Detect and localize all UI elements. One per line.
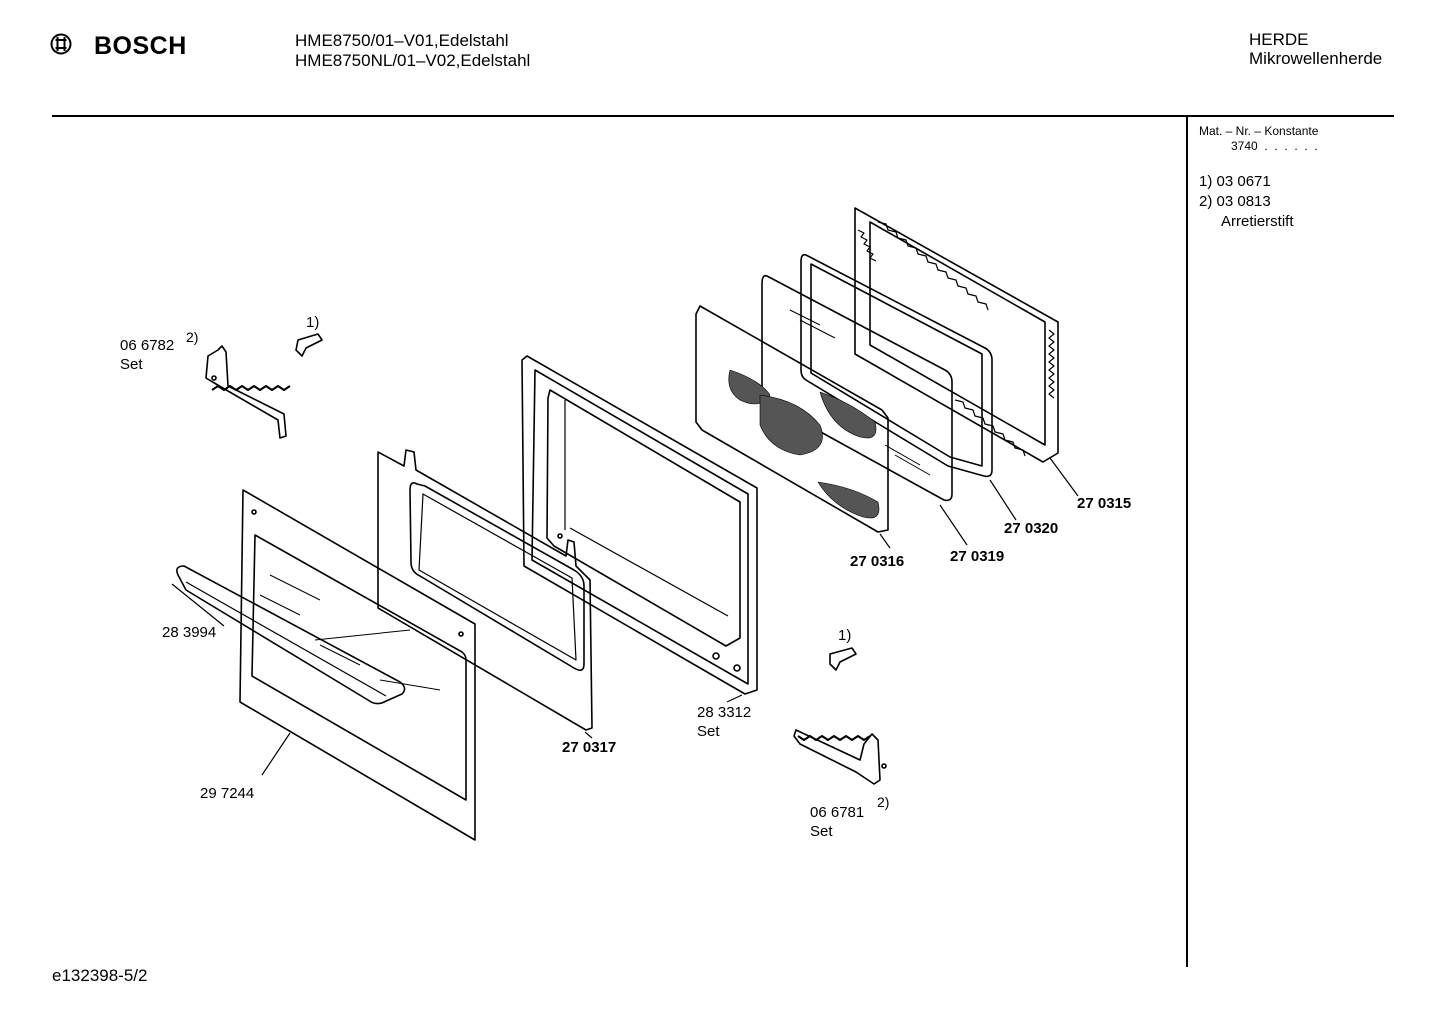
label-270317: 27 0317	[562, 739, 616, 756]
label-066781-set: Set	[810, 823, 833, 840]
label-066782-set: Set	[120, 356, 143, 373]
part-mesh-screen	[695, 305, 891, 549]
part-gasket-frame	[800, 253, 1017, 521]
label-066781-note: 2)	[877, 794, 889, 810]
label-066781: 06 6781	[810, 804, 864, 821]
label-283312: 28 3312	[697, 704, 751, 721]
label-283994: 28 3994	[162, 624, 216, 641]
label-066782-note: 2)	[186, 329, 198, 345]
category-line-1: HERDE	[1249, 30, 1309, 49]
label-297244: 29 7244	[200, 785, 254, 802]
category-line-2: Mikrowellenherde	[1249, 49, 1383, 68]
label-270316: 27 0316	[850, 553, 904, 570]
part-glass-pane	[761, 274, 968, 546]
part-hinge-right	[793, 729, 887, 785]
label-270320: 27 0320	[1004, 520, 1058, 537]
label-066782: 06 6782	[120, 337, 174, 354]
footer-code: e132398-5/2	[52, 966, 148, 985]
header-rule	[52, 115, 1394, 117]
label-283312-set: Set	[697, 723, 720, 740]
bosch-logo-icon	[50, 33, 72, 60]
part-inner-door-frame	[521, 355, 758, 703]
part-door-handle	[171, 565, 406, 705]
part-clip-upper	[295, 333, 323, 357]
brand: BOSCH	[50, 32, 187, 61]
part-front-glass-panel	[239, 489, 476, 841]
brand-name: BOSCH	[94, 32, 187, 60]
note-1: 1) 03 0671	[1199, 173, 1271, 190]
sidebar: Mat. – Nr. – Konstante 3740 . . . . . . …	[1199, 124, 1318, 232]
model-line-2: HME8750NL/01–V02,Edelstahl	[295, 51, 531, 70]
sidebar-rule	[1186, 117, 1188, 967]
part-window-frame	[377, 449, 593, 739]
part-hinge-left	[205, 345, 291, 439]
note-2-desc: Arretierstift	[1221, 213, 1294, 230]
note-2: 2) 03 0813	[1199, 193, 1271, 210]
part-outer-seal-frame	[854, 207, 1079, 497]
part-clip-lower	[829, 647, 857, 671]
category: HERDE Mikrowellenherde	[1249, 30, 1382, 68]
label-270319: 27 0319	[950, 548, 1004, 565]
mat-constant-title: Mat. – Nr. – Konstante	[1199, 124, 1319, 138]
label-270315: 27 0315	[1077, 495, 1131, 512]
label-clip-lower-note: 1)	[838, 627, 851, 644]
mat-constant-value: 3740 . . . . . .	[1231, 139, 1318, 153]
model-line-1: HME8750/01–V01,Edelstahl	[295, 31, 509, 50]
label-clip-upper-note: 1)	[306, 314, 319, 331]
